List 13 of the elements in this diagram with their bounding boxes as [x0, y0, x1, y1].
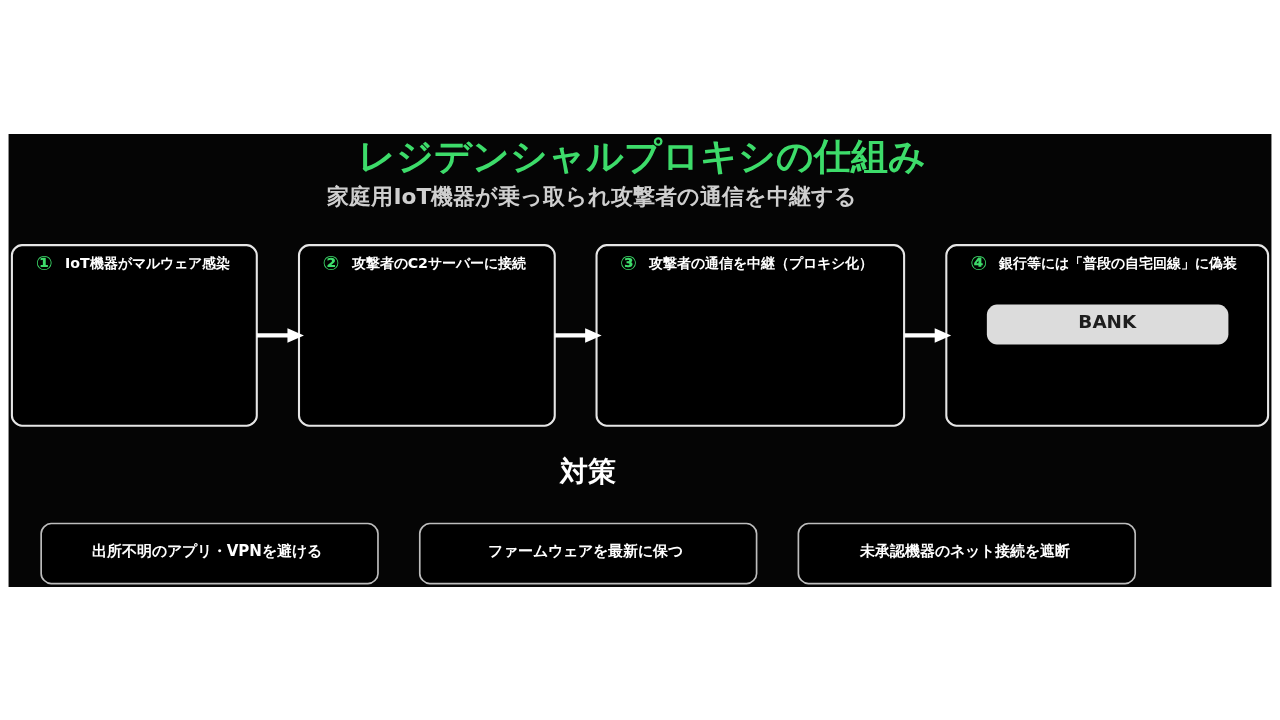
- node-box: ファームウェアを最新に保つ: [418, 522, 758, 584]
- node-box: ① IoT機器がマルウェア感染: [10, 243, 258, 427]
- node-box: ③ 攻撃者の通信を中継（プロキシ化）: [595, 243, 906, 427]
- node-box: 未承認機器のネット接続を遮断: [797, 522, 1137, 584]
- arrow: [554, 327, 602, 343]
- node-box: ④ 銀行等には「普段の自宅回線」に偽装 BANK: [945, 243, 1270, 427]
- diagram-title: レジデンシャルプロキシの仕組み: [358, 134, 927, 178]
- label: 家庭用IoT機器が乗っ取られ攻撃者の通信を中継する: [327, 183, 858, 209]
- node-box: 出所不明のアプリ・VPNを避ける: [40, 522, 379, 584]
- arrow: [256, 327, 304, 343]
- label: 対策: [559, 454, 616, 488]
- node-box: ② 攻撃者のC2サーバーに接続: [297, 243, 556, 427]
- arrow: [904, 327, 952, 343]
